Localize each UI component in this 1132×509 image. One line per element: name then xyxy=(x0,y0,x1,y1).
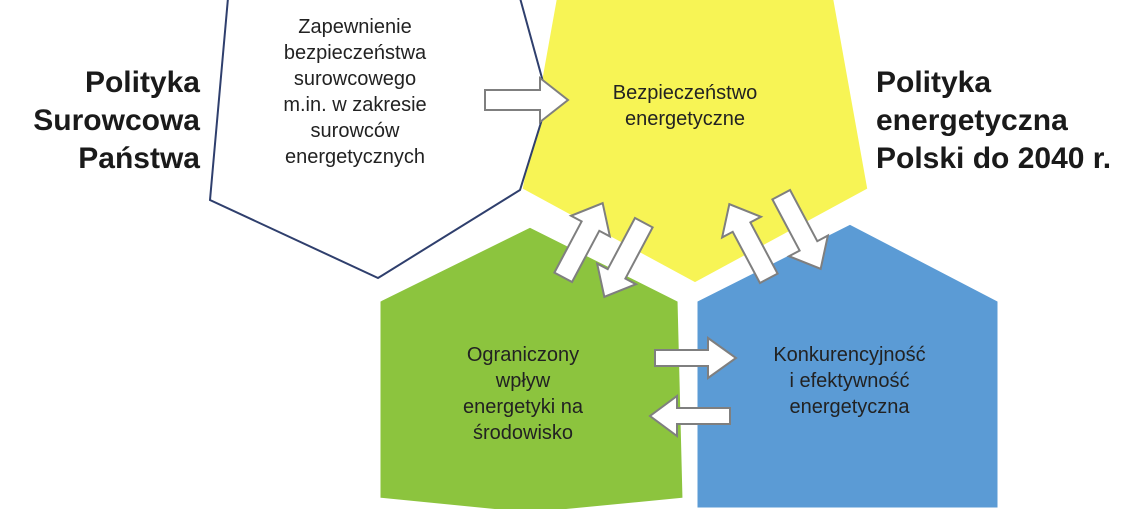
hex-text-line: i efektywność xyxy=(789,370,910,392)
arrow-green-to-blue xyxy=(654,336,738,380)
hex-text-line: surowców xyxy=(310,120,400,142)
hex-green-text: Ograniczony wpływ energetyki na środowis… xyxy=(398,342,648,446)
arrow-blue-to-yellow xyxy=(720,202,779,285)
right-title-line: energetyczna xyxy=(876,104,1068,137)
hex-text-line: bezpieczeństwa xyxy=(283,42,427,64)
right-policy-title: Polityka energetyczna Polski do 2040 r. xyxy=(876,64,1132,178)
arrow-yellow-to-green xyxy=(595,216,654,299)
hex-text-line: energetyczne xyxy=(624,108,746,130)
hex-white-text: Zapewnienie bezpieczeństwa surowcowego m… xyxy=(230,14,480,170)
hex-text-line: Zapewnienie xyxy=(298,16,412,38)
arrow-yellow-to-blue xyxy=(771,188,830,271)
hex-text-line: energetyki na xyxy=(462,396,584,418)
hex-text-line: Ograniczony xyxy=(466,344,580,366)
hex-text-line: energetycznych xyxy=(284,146,426,168)
right-title-line: Polityka xyxy=(876,66,992,99)
left-policy-title: Polityka Surowcowa Państwa xyxy=(30,64,200,178)
hex-text-line: Konkurencyjność xyxy=(773,344,926,366)
hex-blue-text: Konkurencyjność i efektywność energetycz… xyxy=(717,342,982,420)
arrow-white-to-yellow xyxy=(484,75,570,125)
right-title-line: Polski do 2040 r. xyxy=(876,142,1112,175)
hex-text-line: m.in. w zakresie xyxy=(283,94,427,116)
hex-blue xyxy=(692,219,1003,509)
left-title-line: Państwa xyxy=(78,142,200,175)
hex-yellow-text: Bezpieczeństwo energetyczne xyxy=(560,80,810,132)
left-title-line: Surowcowa xyxy=(33,104,200,137)
arrow-blue-to-green xyxy=(648,394,731,438)
hex-text-line: surowcowego xyxy=(293,68,417,90)
hex-text-line: wpływ xyxy=(495,370,551,392)
hex-text-line: Bezpieczeństwo xyxy=(612,82,758,104)
hex-text-line: środowisko xyxy=(472,422,574,444)
arrow-green-to-yellow xyxy=(553,201,612,284)
hex-white xyxy=(208,0,550,280)
hex-text-line: energetyczna xyxy=(789,396,910,418)
left-title-line: Polityka xyxy=(84,66,200,99)
